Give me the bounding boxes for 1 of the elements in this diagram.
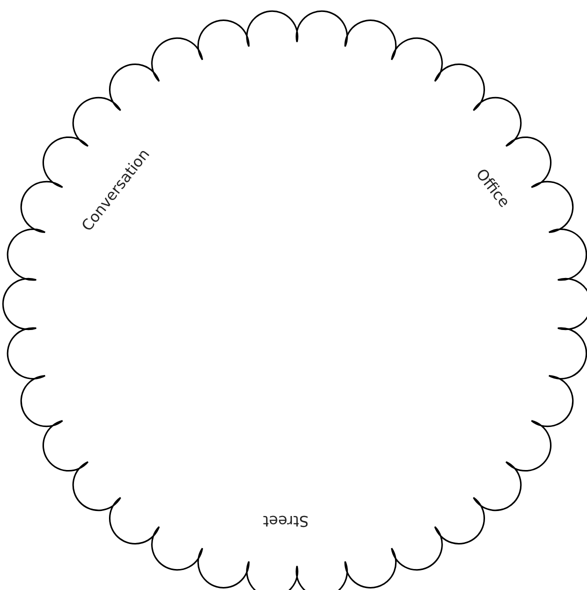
- area-label: Street: [263, 512, 309, 530]
